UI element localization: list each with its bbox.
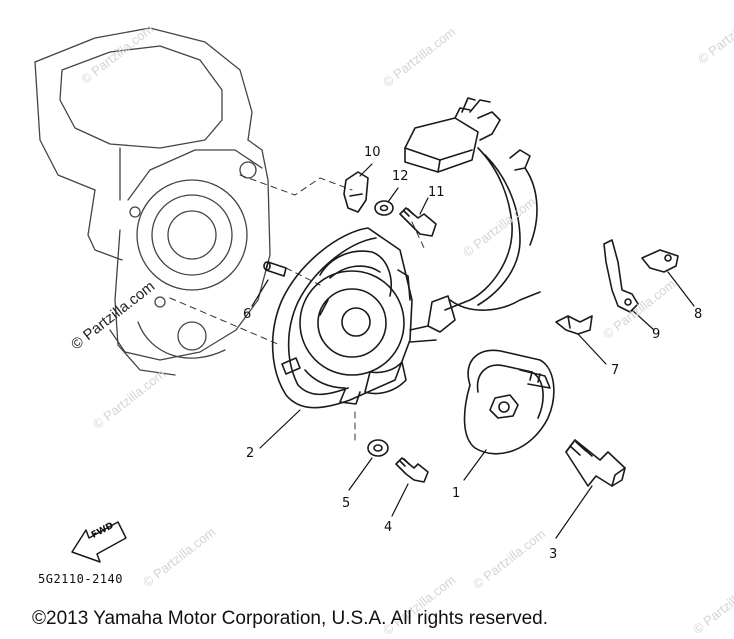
callout-8: 8 <box>694 307 703 322</box>
bracket-long <box>603 239 639 313</box>
bracket-small <box>641 249 679 273</box>
clamp <box>555 315 593 335</box>
callout-2: 2 <box>246 446 255 461</box>
crankcase-outline <box>34 27 271 376</box>
callout-6: 6 <box>243 307 252 322</box>
copyright-notice: ©2013 Yamaha Motor Corporation, U.S.A. A… <box>32 608 548 629</box>
leader-lines <box>251 163 695 539</box>
screw-upper <box>399 207 437 237</box>
callout-7: 7 <box>611 363 620 378</box>
diagram-code: 5G2110-2140 <box>38 572 123 586</box>
callout-11: 11 <box>428 185 445 200</box>
screw <box>395 457 429 483</box>
callout-3: 3 <box>549 547 558 562</box>
dowel-pin <box>263 261 287 277</box>
callout-12: 12 <box>392 169 409 184</box>
pulser-coil <box>463 349 555 455</box>
wire-harness <box>404 97 541 343</box>
callout-4: 4 <box>384 520 393 535</box>
washer <box>367 439 389 457</box>
callout-5: 5 <box>342 496 351 511</box>
stator-plate <box>271 227 413 409</box>
washer-upper <box>374 200 394 216</box>
dashed-guide-lines <box>169 174 426 441</box>
clip <box>343 171 369 213</box>
callout-9: 9 <box>652 327 661 342</box>
callout-1: 1 <box>452 486 461 501</box>
fwd-arrow-icon <box>71 521 127 563</box>
callout-10: 10 <box>364 145 381 160</box>
bolt-long <box>565 439 626 487</box>
